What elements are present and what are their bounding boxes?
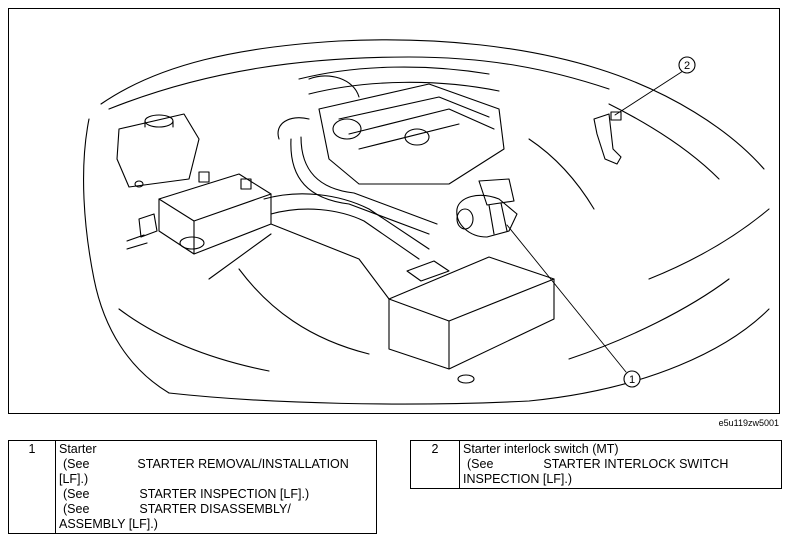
callout-1: 1 — [623, 370, 641, 388]
reference-link-starter-interlock-switch-inspection[interactable]: STARTER INTERLOCK SWITCH — [543, 457, 729, 471]
item-name: Starter — [59, 442, 97, 456]
reference-prefix: (See — [63, 487, 90, 501]
item-name: Starter interlock switch (MT) — [463, 442, 619, 456]
reference-line: (See STARTER REMOVAL/INSTALLATION — [59, 457, 373, 472]
legend-table-starter: 1 Starter (See STARTER REMOVAL/INSTALLATI… — [8, 440, 377, 534]
legend-row: 1 Starter (See STARTER REMOVAL/INSTALLATI… — [8, 440, 377, 534]
engine-compartment-figure: 1 2 — [8, 8, 780, 414]
reference-line: (See STARTER INSPECTION [LF].) — [59, 487, 373, 502]
reference-continuation: ASSEMBLY [LF].) — [59, 517, 158, 531]
reference-link-starter-removal-installation[interactable]: STARTER REMOVAL/INSTALLATION — [137, 457, 349, 471]
reference-link-starter-disassembly-assembly[interactable]: STARTER DISASSEMBLY/ — [139, 502, 291, 516]
callout-1-label: 1 — [629, 374, 635, 386]
item-number: 1 — [8, 440, 56, 534]
reference-prefix: (See — [63, 502, 90, 516]
reference-prefix: (See — [467, 457, 494, 471]
reference-link-starter-inspection[interactable]: STARTER INSPECTION [LF].) — [139, 487, 310, 501]
engine-compartment-illustration: 1 2 — [82, 39, 770, 405]
legend-table-interlock-switch: 2 Starter interlock switch (MT) (See STAR… — [410, 440, 782, 489]
item-description: Starter interlock switch (MT) (See STARTE… — [459, 440, 782, 489]
reference-continuation: [LF].) — [59, 472, 89, 486]
callout-2-label: 2 — [684, 60, 690, 72]
reference-line: (See STARTER DISASSEMBLY/ — [59, 502, 373, 517]
reference-line: (See STARTER INTERLOCK SWITCH — [463, 457, 778, 472]
figure-id: e5u119zw5001 — [718, 418, 779, 428]
reference-continuation: INSPECTION [LF].) — [463, 472, 573, 486]
item-description: Starter (See STARTER REMOVAL/INSTALLATION… — [55, 440, 377, 534]
reference-prefix: (See — [63, 457, 90, 471]
legend-row: 2 Starter interlock switch (MT) (See STAR… — [410, 440, 782, 489]
item-number: 2 — [410, 440, 460, 489]
callout-2: 2 — [678, 56, 696, 74]
